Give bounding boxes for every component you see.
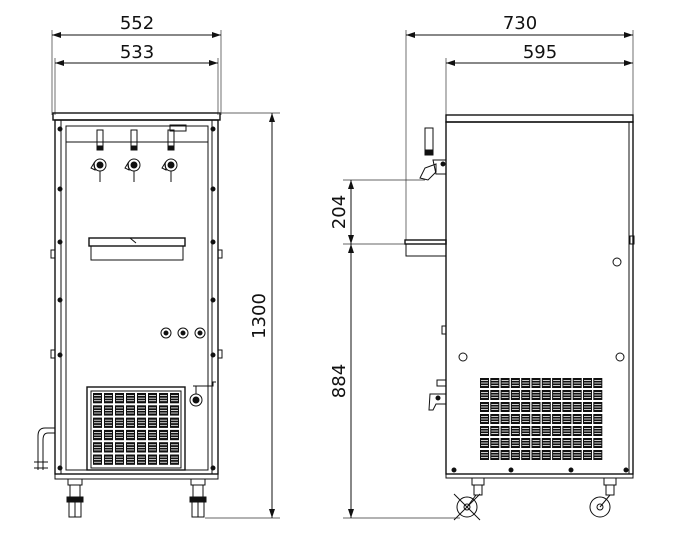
dimension-552: 552 xyxy=(52,13,221,38)
dimension-204-label: 204 xyxy=(329,195,350,229)
side-caster-front xyxy=(453,477,485,521)
dimension-595-label: 595 xyxy=(523,42,557,63)
dimension-730-label: 730 xyxy=(503,13,537,34)
front-view: 552 533 xyxy=(34,13,280,519)
dimension-595: 595 xyxy=(446,42,633,66)
drain-hose xyxy=(34,427,55,470)
beer-tap-2 xyxy=(124,129,141,182)
side-hole-right xyxy=(615,352,625,362)
side-caster-rear xyxy=(589,477,617,518)
dimension-730: 730 xyxy=(406,13,633,38)
dimension-204: 204 xyxy=(329,180,354,244)
caster-left xyxy=(66,478,84,518)
front-vent-grille xyxy=(86,386,186,471)
side-hole-left xyxy=(458,352,468,362)
side-drip-tray xyxy=(404,239,447,257)
cabinet-body xyxy=(54,119,219,475)
side-view: 730 595 xyxy=(329,13,635,521)
dimension-1300-label: 1300 xyxy=(249,293,270,339)
drain-valve xyxy=(189,381,216,407)
beer-tap-1 xyxy=(90,129,107,182)
side-drain-valve xyxy=(428,379,447,411)
dimension-533: 533 xyxy=(55,42,218,66)
beer-tap-3 xyxy=(161,129,178,182)
side-vent-grille xyxy=(480,378,603,460)
dimension-1300: 1300 xyxy=(249,113,275,518)
side-top-cover xyxy=(445,114,634,123)
dimension-884: 884 xyxy=(329,244,354,518)
dimension-552-label: 552 xyxy=(120,13,154,34)
side-tap xyxy=(419,127,447,181)
top-cover xyxy=(52,112,221,121)
dimension-884-label: 884 xyxy=(329,364,350,398)
dimension-533-label: 533 xyxy=(120,42,154,63)
control-knobs xyxy=(160,327,206,339)
caster-right xyxy=(189,478,207,518)
drip-tray xyxy=(88,237,186,261)
side-hole-upper xyxy=(612,257,622,267)
panel-screws xyxy=(57,126,216,471)
